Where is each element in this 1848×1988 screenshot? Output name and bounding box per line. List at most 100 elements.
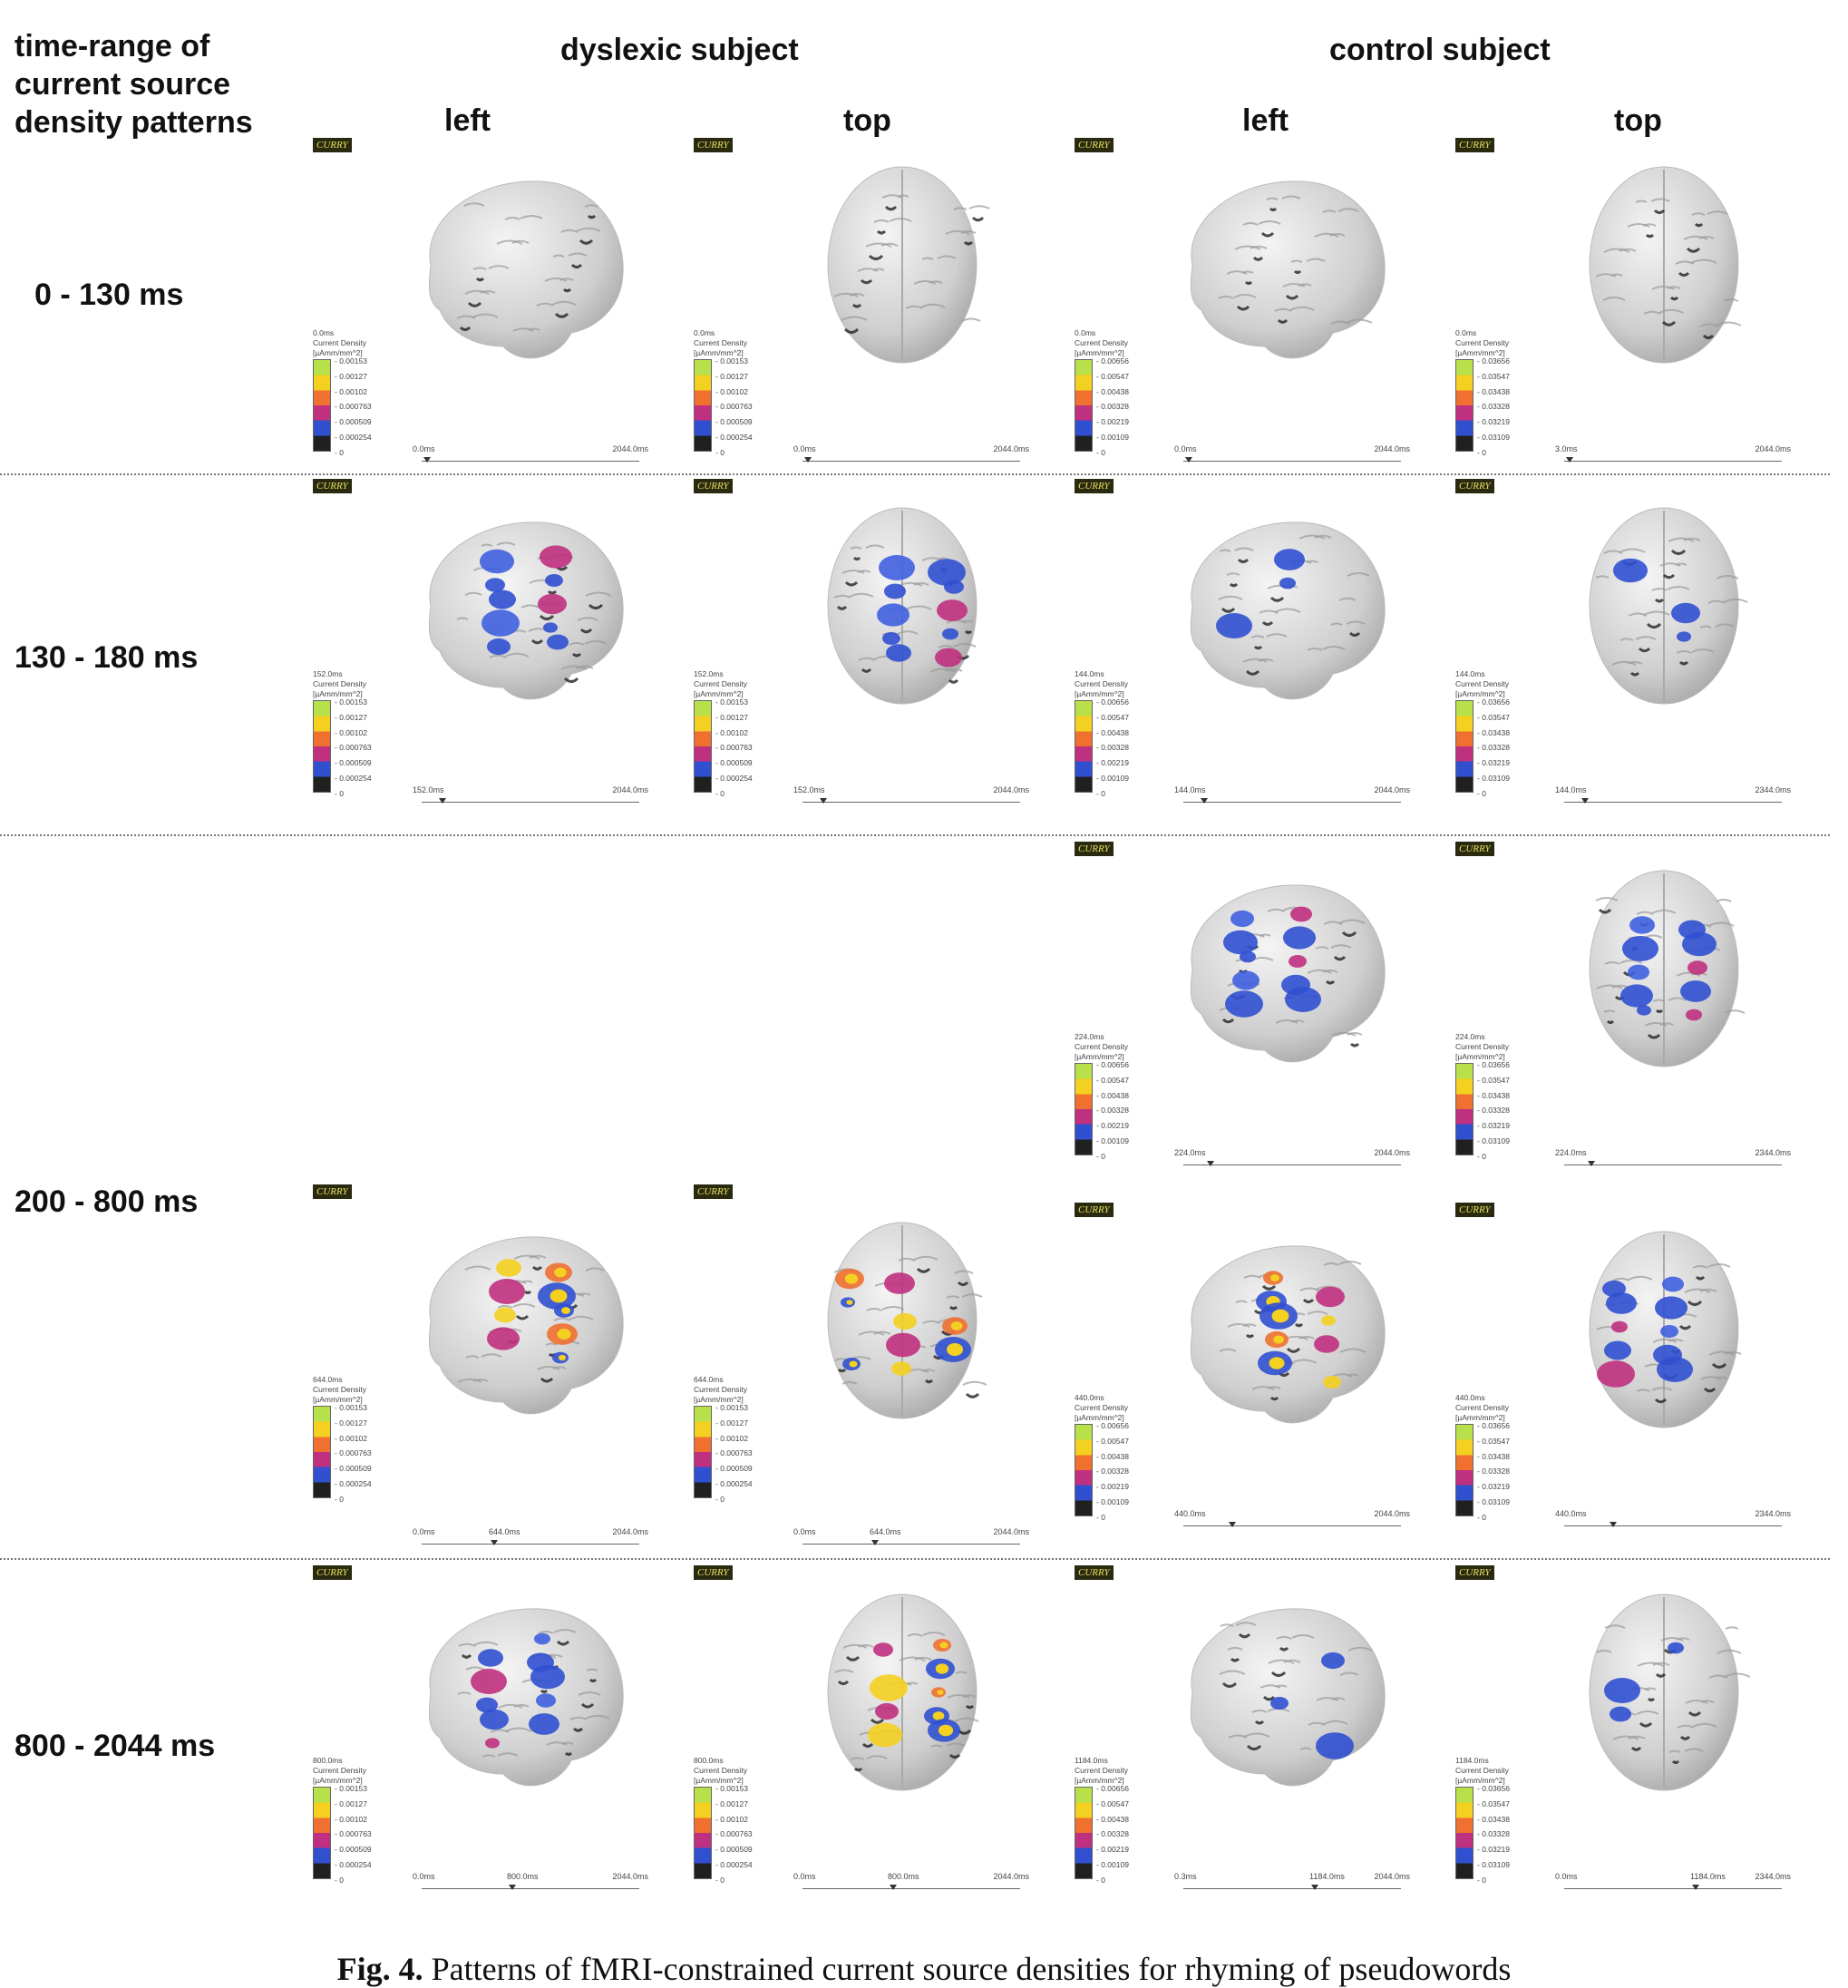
colorbar-unit: [µAmm/mm^2]	[1075, 1052, 1124, 1061]
colorbar: 644.0ms Current Density [µAmm/mm^2] - 0.…	[694, 1375, 793, 1511]
timeline-start: 3.0ms	[1555, 444, 1578, 453]
colorbar-time: 144.0ms	[1455, 669, 1485, 678]
colorbar-gradient	[1075, 1063, 1093, 1155]
timeline-end: 2344.0ms	[1755, 1872, 1791, 1881]
brain-panel: CURRY 224.0ms Current Density [µAmm/mm^2…	[1455, 842, 1827, 1177]
timeline-marker	[804, 457, 812, 463]
timeline-start: 152.0ms	[793, 785, 825, 794]
colorbar: 1184.0ms Current Density [µAmm/mm^2] - 0…	[1075, 1756, 1174, 1892]
timeline-end: 2044.0ms	[1374, 1872, 1410, 1881]
colorbar-tick: - 0.00109	[1096, 1859, 1129, 1869]
brain-render-top	[1589, 1593, 1751, 1791]
brain-panel: CURRY 440.0ms Current Density [µAmm/mm^2…	[1455, 1203, 1827, 1538]
colorbar-title: Current Density	[1075, 338, 1129, 347]
colorbar-tick: - 0.03547	[1477, 1798, 1510, 1808]
figure-label: Fig. 4.	[336, 1951, 423, 1987]
curry-logo: CURRY	[1075, 479, 1114, 493]
colorbar-time: 0.0ms	[694, 328, 715, 337]
colorbar-unit: [µAmm/mm^2]	[1455, 1776, 1505, 1785]
colorbar-tick: - 0.00109	[1096, 432, 1129, 442]
colorbar-tick: - 0.000509	[715, 417, 753, 427]
colorbar-tick: - 0.00127	[715, 371, 748, 381]
timeline-start: 0.3ms	[1174, 1872, 1197, 1881]
colorbar: 644.0ms Current Density [µAmm/mm^2] - 0.…	[313, 1375, 413, 1511]
colorbar-tick: - 0.00109	[1096, 1135, 1129, 1145]
colorbar-unit: [µAmm/mm^2]	[1075, 1776, 1124, 1785]
timeline-marker	[1201, 798, 1208, 804]
colorbar-tick: - 0.00328	[1096, 402, 1129, 412]
timeline-axis	[1564, 1888, 1782, 1889]
colorbar-tick: - 0.03656	[1477, 356, 1510, 365]
colorbar-tick: - 0.03656	[1477, 1421, 1510, 1430]
colorbar-title: Current Density	[1455, 679, 1510, 688]
colorbar-tick: - 0.00127	[335, 712, 367, 722]
colorbar-tick: - 0.03438	[1477, 1090, 1510, 1100]
colorbar-tick: - 0.00127	[335, 1418, 367, 1428]
colorbar-tick: - 0.000763	[715, 402, 753, 412]
timeline-marker	[1610, 1522, 1617, 1527]
timeline: 0.0ms 2044.0ms	[793, 444, 1029, 464]
colorbar-gradient	[1455, 1063, 1474, 1155]
timeline: 3.0ms 2044.0ms	[1555, 444, 1791, 464]
brain-panel: CURRY 644.0ms Current Density [µAmm/mm^2…	[313, 1021, 685, 1545]
timeline: 440.0ms 2344.0ms	[1555, 1509, 1791, 1529]
colorbar-gradient	[313, 700, 331, 793]
colorbar-gradient	[1455, 359, 1474, 452]
colorbar-tick: - 0.00153	[715, 356, 748, 365]
timeline-current: 644.0ms	[870, 1527, 901, 1536]
colorbar-tick: - 0	[335, 1875, 344, 1885]
colorbar-tick: - 0	[1477, 1875, 1486, 1885]
colorbar-tick: - 0.00219	[1096, 758, 1129, 768]
colorbar-tick: - 0.00656	[1096, 356, 1129, 365]
timeline-marker	[439, 798, 446, 804]
colorbar-unit: [µAmm/mm^2]	[1455, 1052, 1505, 1061]
curry-logo: CURRY	[1455, 1565, 1494, 1580]
colorbar-tick: - 0.00102	[335, 386, 367, 396]
colorbar-tick: - 0.00127	[715, 712, 748, 722]
timeline-start: 224.0ms	[1555, 1148, 1587, 1157]
dyslexic-subject-header: dyslexic subject	[560, 33, 799, 67]
colorbar-tick: - 0.00153	[715, 697, 748, 707]
timeline-marker	[820, 798, 827, 804]
dyslexic-top-header: top	[843, 103, 891, 138]
timeline-axis	[422, 802, 639, 803]
colorbar-tick: - 0.03328	[1477, 1106, 1510, 1116]
colorbar: 440.0ms Current Density [µAmm/mm^2] - 0.…	[1075, 1393, 1174, 1529]
timeline: 152.0ms 2044.0ms	[413, 785, 648, 805]
colorbar-tick: - 0.000763	[335, 1829, 372, 1839]
row-label-200-800: 200 - 800 ms	[15, 1184, 199, 1219]
colorbar-tick: - 0.00219	[1096, 1482, 1129, 1492]
colorbar-gradient	[1455, 1424, 1474, 1516]
timeline-marker	[1229, 1522, 1236, 1527]
colorbar-time: 0.0ms	[1455, 328, 1477, 337]
timeline-end: 2044.0ms	[993, 785, 1029, 794]
colorbar-unit: [µAmm/mm^2]	[694, 1395, 744, 1404]
colorbar-tick: - 0	[1477, 788, 1486, 798]
colorbar-tick: - 0.00102	[715, 1814, 748, 1824]
timeline-end: 2044.0ms	[1374, 1509, 1410, 1518]
colorbar-tick: - 0.00219	[1096, 1121, 1129, 1131]
curry-logo: CURRY	[1075, 1565, 1114, 1580]
timeline-start: 0.0ms	[413, 444, 435, 453]
colorbar-time: 440.0ms	[1075, 1393, 1104, 1402]
brain-panel: CURRY 0.0ms Current Density [µAmm/mm^2] …	[1455, 138, 1827, 473]
colorbar-gradient	[1075, 359, 1093, 452]
timeline-axis	[422, 1544, 639, 1545]
colorbar-tick: - 0.03328	[1477, 1829, 1510, 1839]
row-label-800-2044: 800 - 2044 ms	[15, 1729, 216, 1763]
colorbar: 0.0ms Current Density [µAmm/mm^2] - 0.03…	[1455, 328, 1555, 464]
colorbar-title: Current Density	[1455, 1042, 1510, 1051]
colorbar-title: Current Density	[1455, 338, 1510, 347]
colorbar: 0.0ms Current Density [µAmm/mm^2] - 0.00…	[1075, 328, 1174, 464]
timeline-axis	[1564, 461, 1782, 462]
colorbar-title: Current Density	[1455, 1403, 1510, 1412]
colorbar-tick: - 0.00328	[1096, 743, 1129, 753]
colorbar: 152.0ms Current Density [µAmm/mm^2] - 0.…	[313, 669, 413, 805]
brain-render-top	[1589, 1231, 1742, 1428]
colorbar-tick: - 0.03547	[1477, 371, 1510, 381]
timeline-axis	[1183, 802, 1401, 803]
colorbar-tick: - 0.00328	[1096, 1829, 1129, 1839]
colorbar-gradient	[694, 1406, 712, 1498]
colorbar-tick: - 0.00109	[1096, 773, 1129, 783]
brain-panel: CURRY 800.0ms Current Density [µAmm/mm^2…	[313, 1565, 685, 1901]
